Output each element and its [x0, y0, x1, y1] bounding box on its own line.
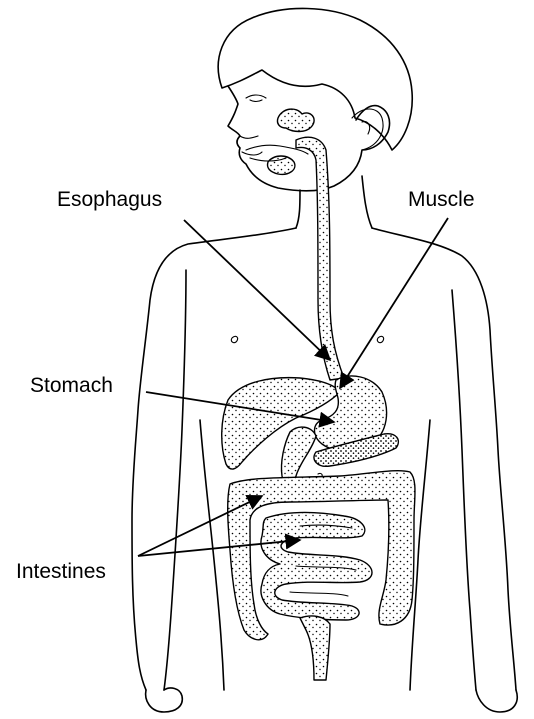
nose-mouth [240, 136, 262, 155]
small-intestine [261, 513, 372, 621]
right-nipple [377, 336, 383, 342]
label-muscle: Muscle [408, 188, 475, 211]
label-intestines: Intestines [16, 560, 106, 583]
eye [246, 95, 266, 102]
esophagus [296, 137, 344, 380]
right-hand [476, 690, 517, 712]
label-stomach: Stomach [30, 374, 113, 397]
esophagus-arrow [184, 220, 330, 360]
label-esophagus: Esophagus [57, 188, 162, 211]
salivary-gland-upper [277, 109, 314, 131]
body-outline [132, 228, 296, 690]
duodenum [281, 427, 316, 483]
muscle-arrow [340, 218, 448, 388]
neck [296, 176, 372, 228]
left-nipple [231, 336, 237, 342]
rectum [300, 616, 330, 680]
left-arm-inner [164, 270, 186, 690]
right-arm-inner [452, 290, 476, 690]
left-hand [146, 688, 183, 712]
salivary-gland-lower [267, 156, 294, 174]
